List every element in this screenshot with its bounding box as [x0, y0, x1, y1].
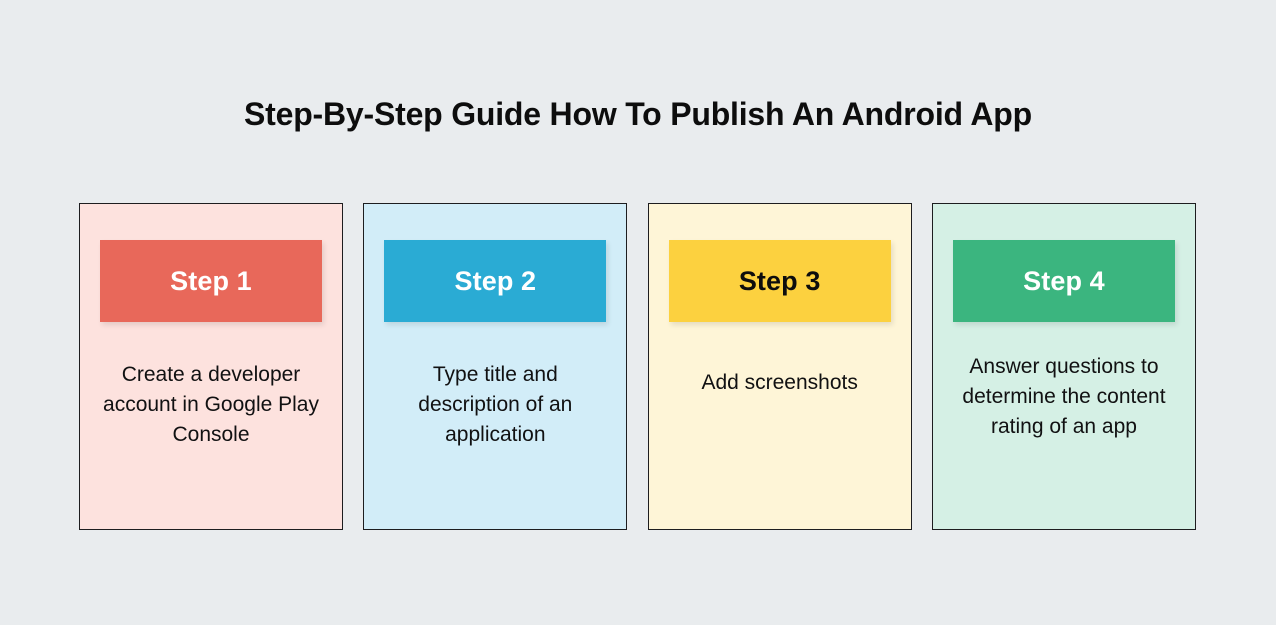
step-card-3: Step 3 Add screenshots: [647, 203, 912, 530]
step-description-4: Answer questions to determine the conten…: [962, 355, 1166, 438]
step-badge-label-4: Step 4: [1023, 266, 1105, 296]
step-badge-2: Step 2: [384, 240, 607, 322]
step-badge-label-1: Step 1: [170, 266, 252, 296]
step-badge-label-3: Step 3: [738, 266, 821, 296]
step-card-1: Step 1 Create a developer account in Goo…: [79, 203, 343, 530]
step-card-4: Step 4 Answer questions to determine the…: [931, 203, 1196, 530]
step-badge-1: Step 1: [100, 240, 322, 322]
steps-row: Step 1 Create a developer account in Goo…: [79, 203, 1196, 530]
page-title: Step-By-Step Guide How To Publish An And…: [244, 96, 1032, 132]
step-card-2: Step 2 Type title and description of an …: [363, 203, 628, 530]
step-badge-3: Step 3: [668, 240, 891, 322]
step-description-3: Add screenshots: [701, 371, 858, 394]
step-badge-label-2: Step 2: [454, 266, 537, 296]
step-description-2: Type title and description of an applica…: [418, 363, 573, 446]
step-description-1: Create a developer account in Google Pla…: [103, 363, 319, 446]
step-badge-4: Step 4: [952, 240, 1175, 322]
